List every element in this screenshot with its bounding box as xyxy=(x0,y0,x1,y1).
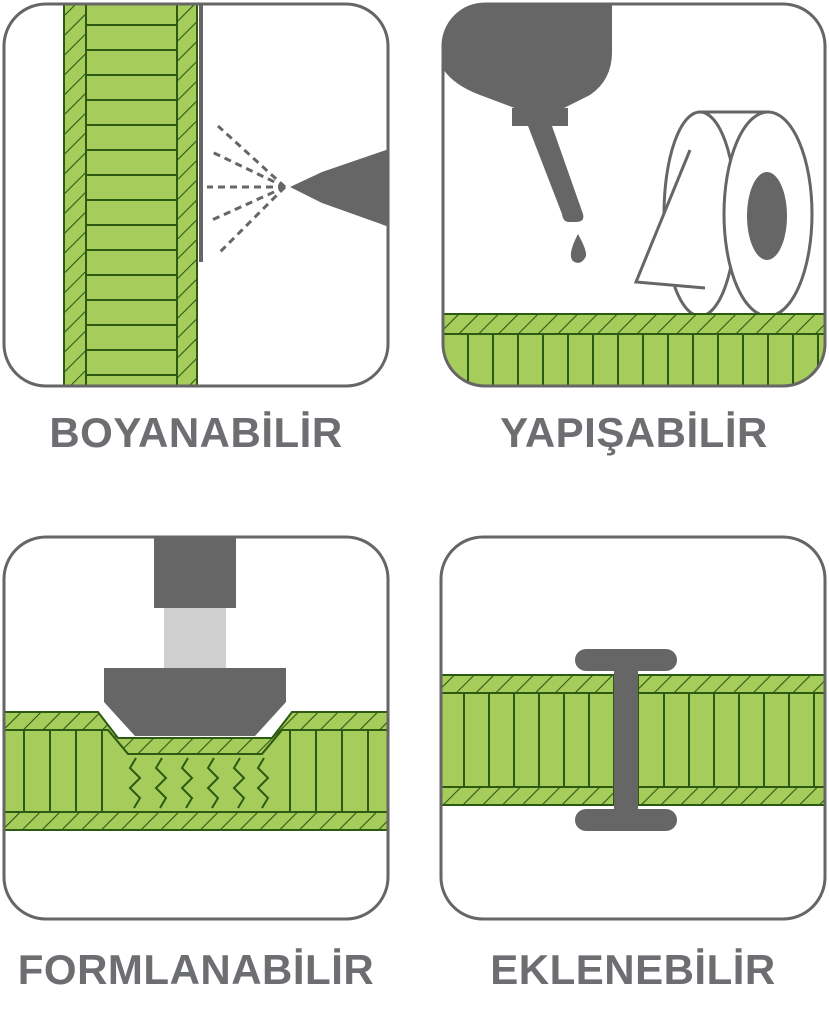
sandwich-panel-left xyxy=(441,674,615,806)
feature-card-formable xyxy=(2,535,390,921)
sandwich-panel-horizontal xyxy=(443,313,825,386)
caption-adhesive: YAPIŞABİLİR xyxy=(500,409,768,456)
glue-bottle-icon xyxy=(443,4,612,263)
tape-roll-icon xyxy=(633,110,814,318)
sandwich-panel-vertical xyxy=(63,4,198,386)
press-icon xyxy=(104,537,286,736)
h-profile-joint-icon xyxy=(575,649,677,831)
sandwich-panel-right xyxy=(637,674,825,806)
feature-card-adhesive xyxy=(441,2,827,388)
feature-card-joinable xyxy=(439,535,827,921)
formed-sandwich-panel xyxy=(4,711,388,831)
caption-joinable: EKLENEBİLİR xyxy=(490,946,776,993)
caption-formable: FORMLANABİLİR xyxy=(17,946,375,993)
spray-mist xyxy=(207,124,287,254)
caption-paintable: BOYANABİLİR xyxy=(49,409,343,456)
spray-nozzle-icon xyxy=(290,148,388,228)
feature-card-paintable xyxy=(2,2,390,388)
